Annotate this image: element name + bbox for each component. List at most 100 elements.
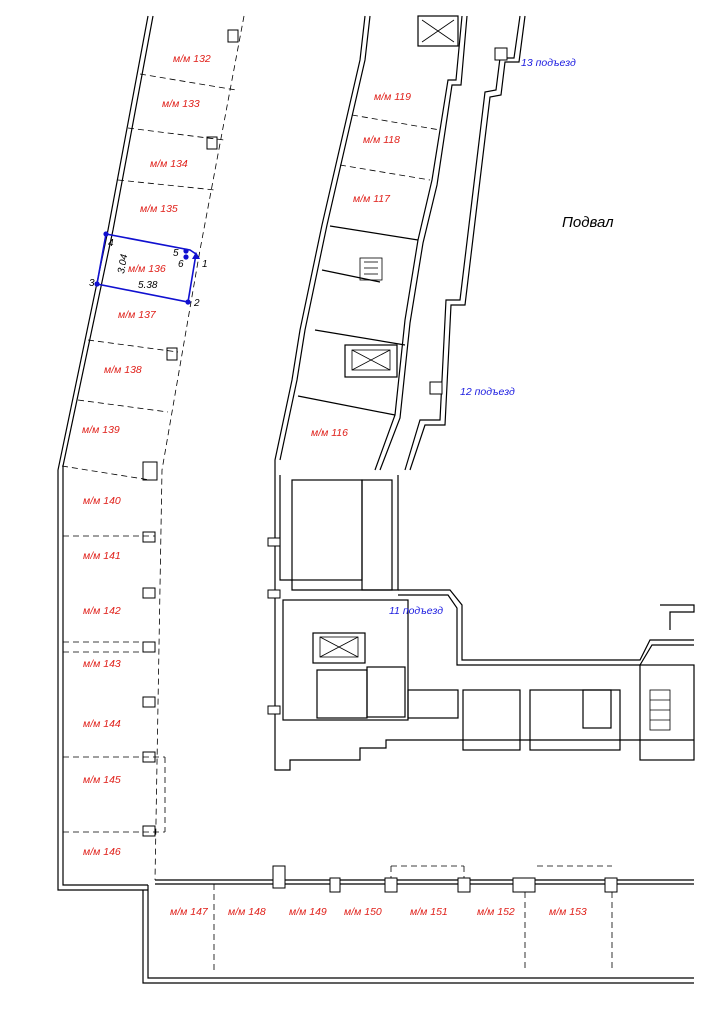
space-label[interactable]: м/м 152 (477, 906, 515, 918)
vertex-label: 3 (89, 278, 95, 289)
pier (206, 136, 218, 150)
floor-label: Подвал (562, 214, 614, 231)
pier (166, 347, 178, 361)
entrance-labels: 13 подъезд 12 подъезд 11 подъезд (389, 57, 576, 617)
elevator-shaft (344, 344, 398, 378)
pier (272, 865, 286, 889)
space-label[interactable]: м/м 119 (374, 91, 411, 103)
room-box (366, 666, 406, 718)
space-label[interactable]: м/м 133 (162, 98, 200, 110)
pier (267, 705, 281, 715)
room-wall (329, 225, 419, 241)
space-label[interactable]: м/м 149 (289, 906, 327, 918)
space-divider (61, 465, 151, 481)
space-label[interactable]: м/м 132 (173, 53, 211, 65)
elevator-shaft (417, 15, 459, 47)
selected-space-outline[interactable] (96, 233, 197, 303)
room-wall (297, 395, 396, 416)
elevator-cross (351, 349, 391, 371)
corridor-wall (398, 589, 694, 661)
space-label[interactable]: м/м 140 (83, 495, 121, 507)
central-wall (279, 475, 399, 591)
dimension-width: 5.38 (138, 280, 158, 291)
space-divider (77, 399, 169, 413)
elevator-cross (421, 19, 455, 43)
pier (227, 29, 239, 43)
vertex-label: 2 (193, 298, 200, 309)
pier (329, 877, 341, 893)
elevator-car (351, 349, 391, 371)
vertex-marker (192, 252, 200, 259)
pier (494, 47, 508, 61)
space-label[interactable]: м/м 118 (363, 134, 400, 146)
space-label[interactable]: м/м 117 (353, 193, 391, 205)
left-wing-outer-wall-inner (62, 15, 154, 886)
room-box (291, 479, 363, 581)
entrance-label: 12 подъезд (460, 386, 515, 398)
left-wing-inner-edge (154, 15, 245, 881)
middle-inner-wall (374, 15, 463, 471)
central-wall (274, 470, 694, 771)
space-label[interactable]: м/м 143 (83, 658, 121, 670)
vertex-label: 6 (178, 259, 184, 270)
space-label[interactable]: м/м 144 (83, 718, 121, 730)
left-wing-outer-wall (57, 15, 149, 891)
bottom-wing-wall (142, 890, 694, 984)
pier (142, 531, 156, 543)
space-divider (351, 114, 441, 131)
selected-space-136[interactable]: 1 2 3 4 5 6 5.38 3.04 (89, 231, 208, 309)
middle-outer-wall (279, 15, 371, 461)
room-box (529, 689, 621, 751)
space-label[interactable]: м/м 142 (83, 605, 121, 617)
space-label[interactable]: м/м 145 (83, 774, 121, 786)
space-label[interactable]: м/м 138 (104, 364, 142, 376)
vertex-marker (94, 281, 100, 287)
vertex-marker (185, 299, 191, 305)
space-label[interactable]: м/м 151 (410, 906, 448, 918)
pier (604, 877, 618, 893)
room-box (582, 689, 612, 729)
elevator-car (319, 636, 359, 658)
left-wing-walls (57, 15, 245, 891)
pier (142, 587, 156, 599)
space-label[interactable]: м/м 150 (344, 906, 382, 918)
pier (142, 696, 156, 708)
pier (142, 461, 158, 481)
dimension-height: 3.04 (116, 253, 130, 275)
pier (142, 641, 156, 653)
pier (429, 381, 443, 395)
space-label[interactable]: м/м 137 (118, 309, 157, 321)
room-wall (314, 329, 406, 346)
entrance-label: 11 подъезд (389, 605, 443, 617)
pier (267, 537, 281, 547)
space-divider (139, 73, 237, 91)
space-label[interactable]: м/м 153 (549, 906, 587, 918)
room-box (639, 664, 695, 761)
vertex-label: 5 (173, 248, 179, 259)
bottom-wing-walls (142, 865, 694, 984)
pier (457, 877, 471, 893)
space-label[interactable]: м/м 139 (82, 424, 120, 436)
space-label[interactable]: м/м 116 (311, 427, 348, 439)
room-box (407, 689, 459, 719)
corridor-wall (398, 594, 694, 666)
space-label[interactable]: м/м 134 (150, 158, 188, 170)
corridor-wall (409, 15, 526, 471)
space-divider (127, 127, 225, 141)
bottom-wing-wall (147, 885, 694, 979)
middle-inner-wall (379, 15, 468, 471)
space-label[interactable]: м/м 146 (83, 846, 121, 858)
space-label[interactable]: м/м 135 (140, 203, 178, 215)
space-label[interactable]: м/м 136 (128, 263, 166, 275)
entrance-label: 13 подъезд (521, 57, 576, 69)
space-label[interactable]: м/м 148 (228, 906, 266, 918)
space-divider (87, 339, 179, 353)
vertex-marker (183, 248, 189, 254)
stair-symbol (359, 257, 383, 281)
space-label[interactable]: м/м 147 (170, 906, 209, 918)
space-labels: м/м 132 м/м 133 м/м 134 м/м 135 м/м 136 … (82, 53, 587, 918)
middle-wing-walls (274, 15, 526, 471)
space-label[interactable]: м/м 141 (83, 550, 121, 562)
room-box (361, 479, 393, 591)
